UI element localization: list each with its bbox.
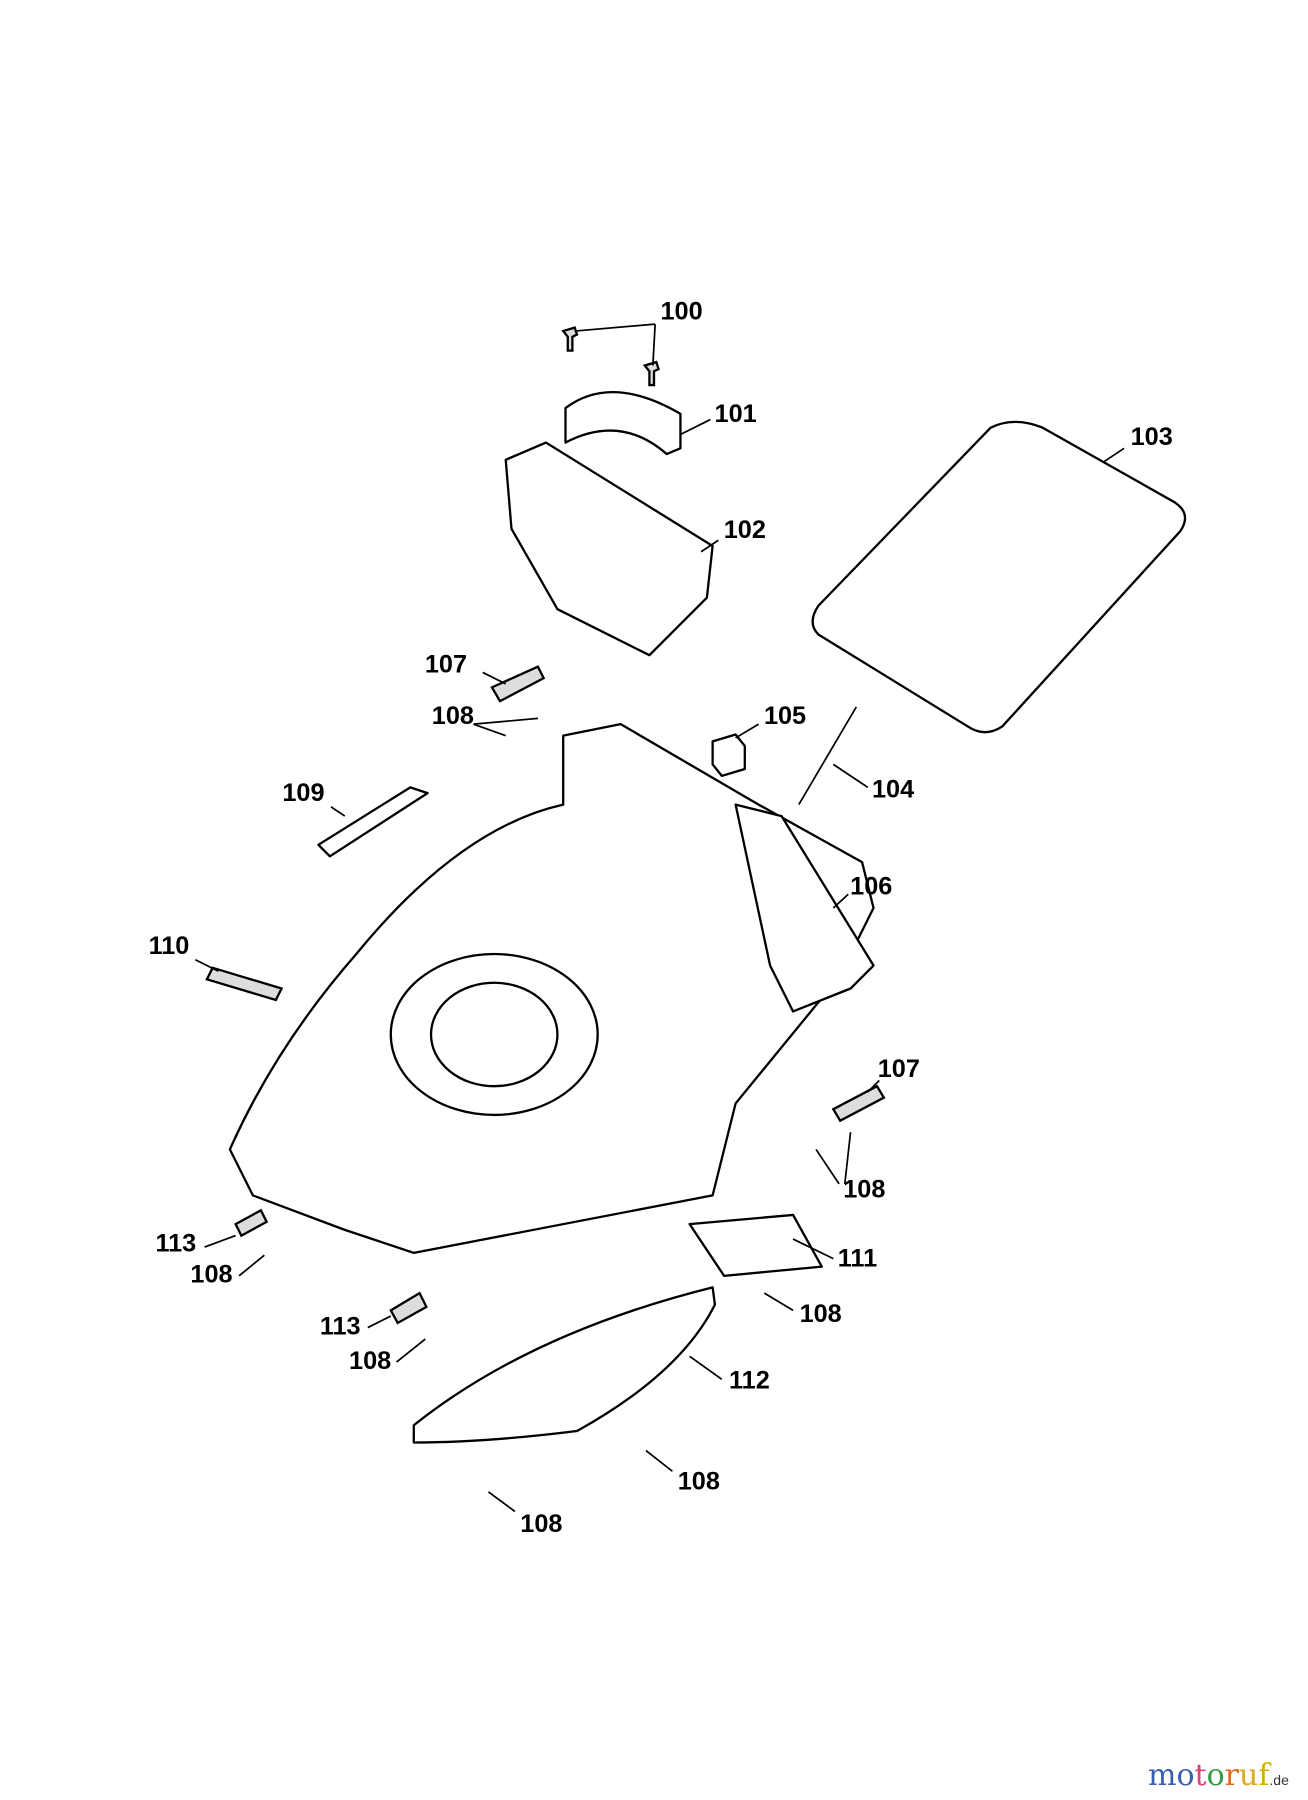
bracket-106 [734, 803, 875, 1013]
watermark-letter: t [1194, 1758, 1207, 1793]
label-103: 103 [1131, 423, 1173, 451]
clip-113b [389, 1291, 428, 1325]
label-109: 109 [282, 779, 324, 807]
grass-bag-lid-103 [811, 420, 1187, 734]
label-112: 112 [729, 1366, 770, 1394]
guard-112 [412, 1286, 717, 1444]
clip-113a [234, 1208, 269, 1238]
label-108: 108 [349, 1347, 391, 1375]
watermark-letter: u [1238, 1758, 1259, 1793]
label-108: 108 [843, 1176, 885, 1204]
clip-107b [831, 1084, 886, 1123]
part-shapes [205, 326, 1187, 1444]
watermark-letter: m [1148, 1758, 1177, 1793]
label-113: 113 [155, 1230, 196, 1258]
watermark-letter: r [1224, 1758, 1239, 1793]
label-108: 108 [432, 702, 474, 730]
leader-lines [195, 323, 1125, 1513]
label-102: 102 [724, 516, 766, 544]
label-108: 108 [678, 1468, 720, 1496]
watermark-suffix: .de [1269, 1772, 1289, 1788]
watermark-letter: o [1176, 1758, 1195, 1793]
label-100: 100 [661, 298, 703, 326]
watermark-text: motoruf [1148, 1758, 1269, 1793]
watermark-letter: f [1258, 1758, 1270, 1793]
cover-102 [504, 441, 714, 657]
screw-100b [642, 360, 661, 387]
label-111: 111 [838, 1245, 877, 1273]
spring-104 [798, 706, 858, 806]
lever-105 [711, 733, 746, 778]
label-108: 108 [520, 1510, 562, 1538]
clip-107a [490, 665, 546, 703]
watermark-letter: o [1206, 1758, 1225, 1793]
screw-100a [561, 326, 579, 352]
label-110: 110 [149, 932, 190, 960]
label-106: 106 [850, 872, 892, 900]
watermark-logo: motoruf.de [1148, 1758, 1289, 1793]
label-107: 107 [425, 650, 467, 678]
label-104: 104 [872, 776, 914, 804]
cover-111 [688, 1213, 823, 1277]
part-labels: 100 101 103 102 107 108 105 104 109 106 … [149, 298, 1173, 1539]
label-108: 108 [800, 1300, 842, 1328]
label-105: 105 [764, 702, 806, 730]
label-101: 101 [715, 400, 757, 428]
handle-101 [564, 391, 682, 456]
rail-109 [317, 786, 429, 858]
label-107: 107 [878, 1055, 920, 1083]
label-108: 108 [190, 1261, 232, 1289]
badge-110 [205, 966, 284, 1002]
label-113: 113 [320, 1312, 361, 1340]
